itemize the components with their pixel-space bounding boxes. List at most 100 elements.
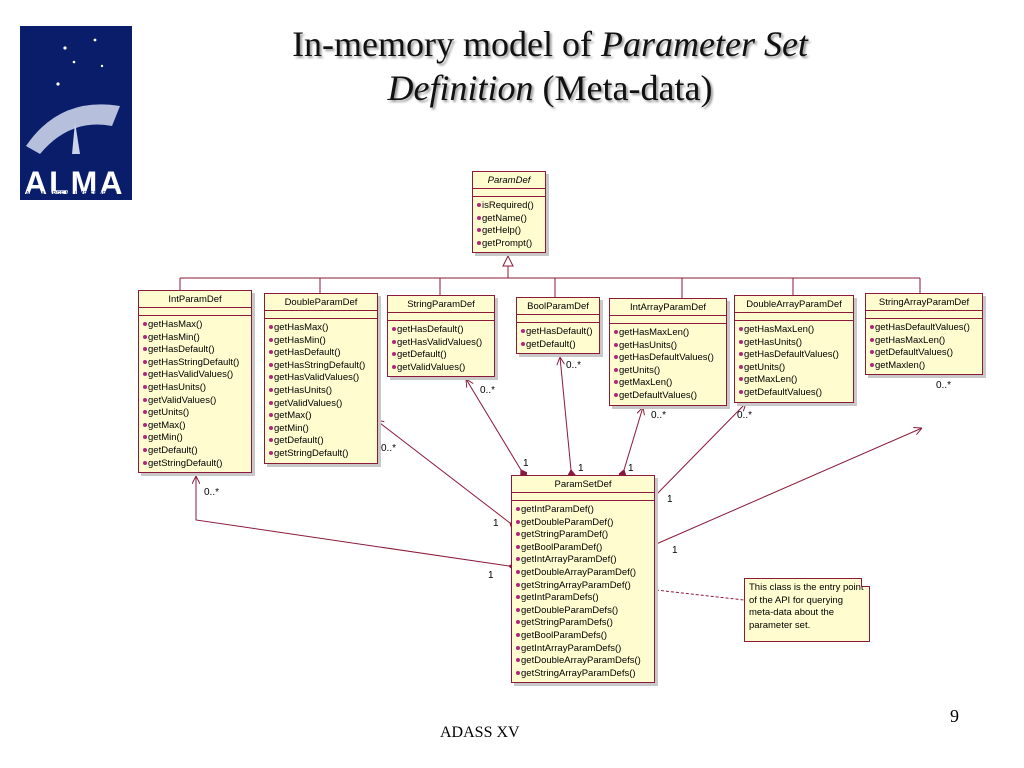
method-item: getHasUnits()	[269, 385, 375, 398]
class-name: IntParamDef	[139, 291, 251, 308]
footer-text: ADASS XV	[440, 724, 520, 741]
attributes-compartment	[735, 313, 853, 321]
method-item: getHasValidValues()	[269, 372, 375, 385]
method-item: getHasMaxLen()	[739, 324, 851, 337]
attributes-compartment	[139, 308, 251, 316]
method-item: getDoubleParamDef()	[516, 517, 652, 530]
logo-wordmark: ALMA	[24, 165, 125, 200]
assoc-int	[196, 476, 509, 566]
method-item: getDefault()	[392, 349, 492, 362]
assoc-string	[466, 379, 521, 470]
method-item: getHasDefaultValues()	[739, 349, 851, 362]
class-name: BoolParamDef	[517, 298, 599, 315]
mult-bool-one: 1	[578, 463, 584, 474]
title-italic1: Parameter Set	[600, 24, 808, 64]
method-item: getDoubleArrayParamDef()	[516, 567, 652, 580]
method-item: getBoolParamDefs()	[516, 630, 652, 643]
method-item: getHasDefaultValues()	[614, 352, 724, 365]
generalization-triangle	[502, 254, 514, 267]
logo-tagline: ATACAMA LARGE MILLIMETER ARRAY	[20, 191, 117, 197]
title-part2: (Meta-data)	[533, 68, 713, 108]
assoc-doublearray	[654, 403, 746, 497]
class-name: DoubleParamDef	[265, 294, 377, 311]
page-number: 9	[950, 706, 959, 726]
method-item: getDoubleArrayParamDefs()	[516, 655, 652, 668]
method-item: getHasValidValues()	[143, 369, 249, 382]
slide-title: In-memory model of Parameter Set Definit…	[160, 22, 940, 110]
class-intarrayparamdef: IntArrayParamDef getHasMaxLen()getHasUni…	[609, 298, 727, 406]
api-entry-note: This class is the entry point of the API…	[744, 578, 870, 642]
methods-compartment: getHasMax()getHasMin()getHasDefault()get…	[265, 319, 377, 463]
class-stringarrayparamdef: StringArrayParamDef getHasDefaultValues(…	[865, 293, 983, 376]
class-name: StringParamDef	[388, 296, 494, 313]
mult-intarray-many: 0..*	[651, 410, 667, 421]
method-item: getPrompt()	[477, 238, 543, 251]
mult-stringarray-many: 0..*	[936, 380, 952, 391]
class-boolparamdef: BoolParamDef getHasDefault()getDefault()	[516, 297, 600, 355]
attributes-compartment	[473, 189, 545, 197]
method-item: getUnits()	[614, 365, 724, 378]
attributes-compartment	[610, 316, 726, 324]
method-item: getMaxLen()	[614, 377, 724, 390]
method-item: isRequired()	[477, 200, 543, 213]
class-name: StringArrayParamDef	[866, 294, 982, 311]
mult-string-one: 1	[523, 458, 529, 469]
assoc-bool	[560, 357, 571, 470]
attributes-compartment	[512, 493, 654, 501]
method-item: getHasMin()	[269, 335, 375, 348]
method-item: getHasStringDefault()	[269, 360, 375, 373]
method-item: getName()	[477, 213, 543, 226]
method-item: getStringParamDef()	[516, 529, 652, 542]
mult-double-one: 1	[493, 518, 499, 529]
method-item: getHasDefaultValues()	[870, 322, 980, 335]
method-item: getMaxLen()	[739, 374, 851, 387]
method-item: getValidValues()	[143, 395, 249, 408]
method-item: getHelp()	[477, 225, 543, 238]
method-item: getIntParamDef()	[516, 504, 652, 517]
method-item: getHasUnits()	[739, 337, 851, 350]
attributes-compartment	[388, 313, 494, 321]
method-item: getHasDefault()	[143, 344, 249, 357]
method-item: getDefault()	[269, 435, 375, 448]
mult-int-one: 1	[488, 570, 494, 581]
class-stringparamdef: StringParamDef getHasDefault()getHasVali…	[387, 295, 495, 378]
method-item: getDefault()	[521, 339, 597, 352]
methods-compartment: getIntParamDef()getDoubleParamDef()getSt…	[512, 501, 654, 682]
methods-compartment: getHasDefault()getHasValidValues()getDef…	[388, 321, 494, 376]
method-item: getIntArrayParamDefs()	[516, 643, 652, 656]
method-item: getBoolParamDef()	[516, 542, 652, 555]
class-name: ParamDef	[473, 172, 545, 189]
method-item: getHasMin()	[143, 332, 249, 345]
title-part1: In-memory model of	[292, 24, 601, 64]
method-item: getMaxlen()	[870, 360, 980, 373]
method-item: getDefaultValues()	[870, 347, 980, 360]
mult-stringarray-one: 1	[672, 545, 678, 556]
method-item: getValidValues()	[269, 398, 375, 411]
method-item: getMax()	[269, 410, 375, 423]
class-doubleparamdef: DoubleParamDef getHasMax()getHasMin()get…	[264, 293, 378, 464]
method-item: getHasMaxLen()	[870, 335, 980, 348]
class-name: IntArrayParamDef	[610, 299, 726, 316]
method-item: getHasDefault()	[392, 324, 492, 337]
method-item: getMin()	[143, 432, 249, 445]
mult-double-many: 0..*	[381, 443, 397, 454]
assoc-double	[376, 420, 510, 523]
mult-int-many: 0..*	[204, 487, 220, 498]
assoc-stringarray	[654, 428, 922, 545]
method-item: getIntParamDefs()	[516, 592, 652, 605]
methods-compartment: getHasMaxLen()getHasUnits()getHasDefault…	[610, 324, 726, 405]
methods-compartment: getHasDefault()getDefault()	[517, 323, 599, 353]
method-item: getMin()	[269, 423, 375, 436]
method-item: getHasDefault()	[521, 326, 597, 339]
method-item: getStringDefault()	[269, 448, 375, 461]
method-item: getHasUnits()	[614, 340, 724, 353]
method-item: getIntArrayParamDef()	[516, 554, 652, 567]
class-paramdef: ParamDef isRequired()getName()getHelp()g…	[472, 171, 546, 254]
method-item: getDefault()	[143, 445, 249, 458]
method-item: getHasMax()	[269, 322, 375, 335]
method-item: getUnits()	[739, 362, 851, 375]
attributes-compartment	[265, 311, 377, 319]
method-item: getStringArrayParamDef()	[516, 580, 652, 593]
note-link	[655, 589, 745, 601]
